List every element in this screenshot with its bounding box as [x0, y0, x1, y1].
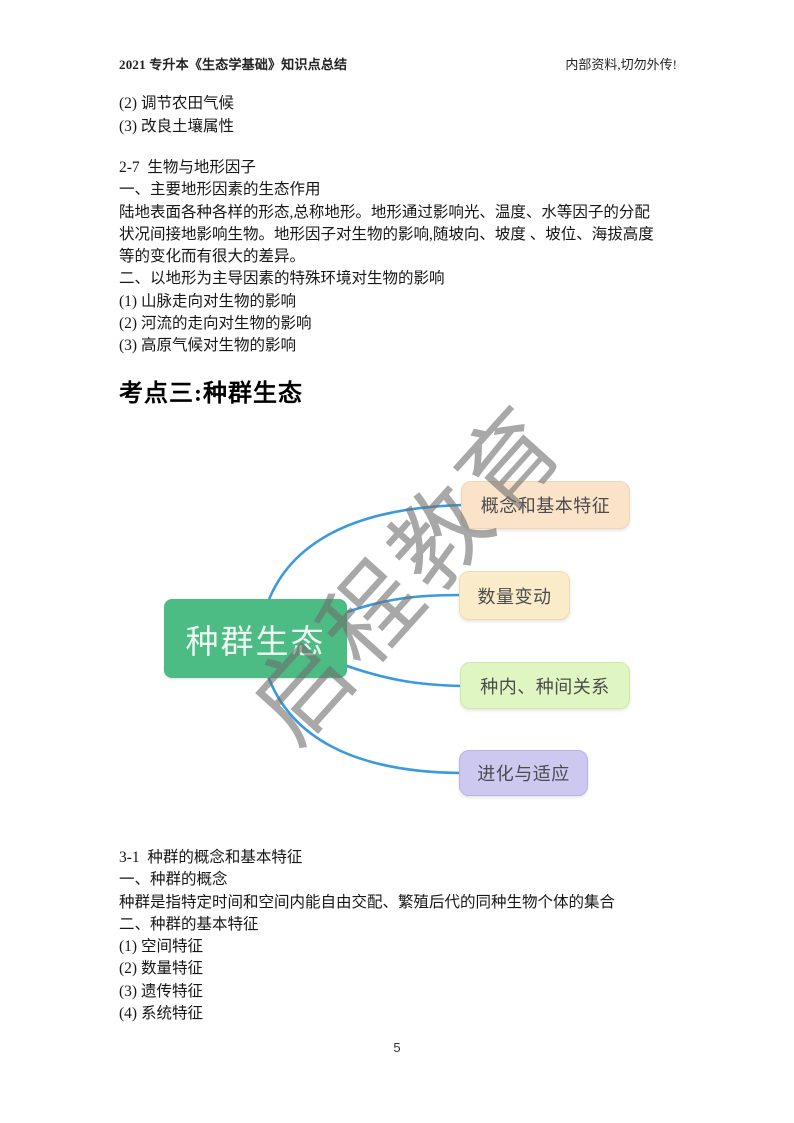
- body-line: (2) 数量特征: [119, 960, 203, 978]
- body-line: (2) 调节农田气候: [119, 95, 234, 112]
- header-confidential-notice: 内部资料,切勿外传!: [565, 57, 677, 72]
- connector-line-quantity: [345, 593, 463, 614]
- soil-benefit-list: (2) 调节农田气候 (3) 改良土壤属性: [119, 92, 681, 138]
- body-line: 等的变化而有很大的差异。: [119, 248, 306, 266]
- mindmap-node-evolution: 进化与适应: [459, 750, 588, 796]
- mindmap-node-label: 概念和基本特征: [480, 496, 611, 516]
- mindmap-root-label: 种群生态: [185, 622, 326, 660]
- header-title: 2021 专升本《生态学基础》知识点总结: [119, 57, 348, 72]
- mindmap-node-label: 进化与适应: [477, 764, 570, 784]
- connector-line-evolution: [266, 674, 463, 775]
- page-header: 2021 专升本《生态学基础》知识点总结 内部资料,切勿外传!: [119, 54, 677, 73]
- body-line: (4) 系统特征: [119, 1005, 203, 1023]
- mindmap-node-relations: 种内、种间关系: [460, 662, 630, 709]
- section-2-7: 2-7 生物与地形因子 一、主要地形因素的生态作用 陆地表面各种各样的形态,总称…: [119, 157, 681, 358]
- mindmap-connector-canvas: [266, 503, 465, 775]
- body-line: 种群是指特定时间和空间内能自由交配、繁殖后代的同种生物个体的集合: [119, 893, 616, 911]
- mindmap-node-quantity: 数量变动: [459, 571, 570, 620]
- body-line: (3) 高原气候对生物的影响: [119, 337, 296, 355]
- connector-line-relations: [345, 664, 464, 688]
- body-line: (3) 改良土壤属性: [119, 118, 234, 135]
- body-line: 一、种群的概念: [119, 871, 228, 889]
- connector-line-concepts: [266, 503, 465, 604]
- mindmap-root-node: 种群生态: [164, 599, 347, 678]
- body-line: (2) 河流的走向对生物的影响: [119, 315, 312, 333]
- body-line: 陆地表面各种各样的形态,总称地形。地形通过影响光、温度、水等因子的分配: [119, 203, 650, 221]
- body-line: 状况间接地影响生物。地形因子对生物的影响,随坡向、坡度 、坡位、海拔高度: [119, 225, 654, 243]
- section-3-1-heading: 3-1 种群的概念和基本特征: [119, 849, 303, 866]
- population-ecology-mindmap: 种群生态 概念和基本特征 数量变动 种内、种间关系 进化与适应 启程教育: [0, 385, 794, 830]
- body-line: (1) 山脉走向对生物的影响: [119, 292, 296, 310]
- exam-point-3-heading: 考点三:种群生态: [119, 381, 303, 407]
- section-2-7-heading: 2-7 生物与地形因子: [119, 159, 256, 176]
- mindmap-node-concepts: 概念和基本特征: [461, 481, 630, 529]
- body-line: 二、以地形为主导因素的特殊环境对生物的影响: [119, 270, 445, 288]
- body-line: 二、种群的基本特征: [119, 915, 259, 933]
- footer-page-number: 5: [393, 1040, 401, 1055]
- mindmap-node-label: 种内、种间关系: [480, 676, 610, 697]
- body-line: (1) 空间特征: [119, 938, 203, 956]
- section-3-1: 3-1 种群的概念和基本特征 一、种群的概念 种群是指特定时间和空间内能自由交配…: [119, 847, 681, 1025]
- body-line: 一、主要地形因素的生态作用: [119, 181, 321, 199]
- mindmap-node-label: 数量变动: [477, 586, 552, 607]
- body-line: (3) 遗传特征: [119, 982, 203, 1000]
